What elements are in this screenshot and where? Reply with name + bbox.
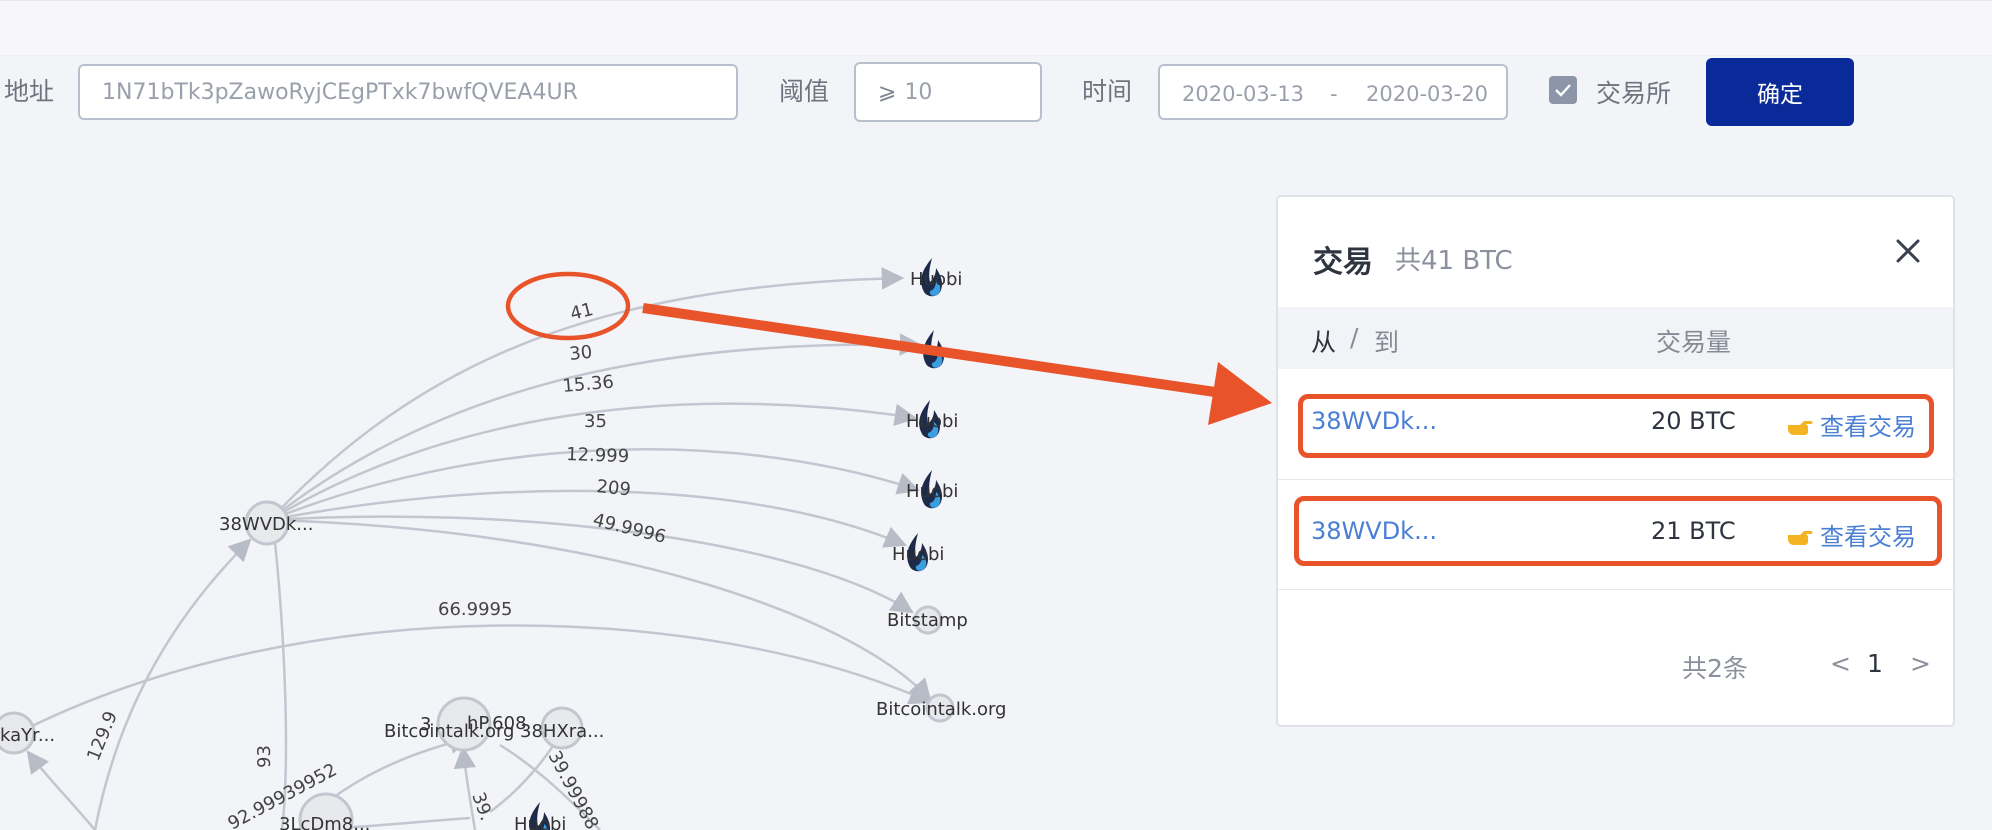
- edge-bottom[interactable]: [339, 816, 471, 830]
- edge-label: 12.999: [566, 444, 630, 467]
- edge-93[interactable]: [273, 541, 288, 830]
- node-label: Huobi: [892, 544, 944, 565]
- edge-label: 93: [254, 745, 275, 768]
- table-header: 从 / 到 交易量: [1278, 307, 1953, 369]
- edge-92-99[interactable]: [329, 731, 473, 802]
- node-label: Huobi: [514, 814, 566, 830]
- threshold-value: 10: [904, 79, 933, 105]
- table-row: 38WVDk... 20 BTC 查看交易: [1278, 369, 1953, 480]
- node-label: hP.608: [467, 713, 527, 734]
- node-cluster-a[interactable]: [436, 696, 492, 752]
- edge-12-999[interactable]: [269, 489, 908, 548]
- edge-label: 209: [595, 476, 631, 500]
- node-cluster-c[interactable]: [540, 706, 584, 750]
- edge-label: 35: [584, 411, 607, 432]
- checkmark-icon: [1555, 84, 1571, 97]
- pagination-page[interactable]: 1: [1867, 649, 1883, 678]
- panel-total: 共41 BTC: [1395, 246, 1513, 276]
- edge-209[interactable]: [269, 515, 914, 614]
- date-range-input[interactable]: 2020-03-13 - 2020-03-20: [1158, 64, 1508, 120]
- close-icon[interactable]: [1890, 233, 1926, 269]
- address-input[interactable]: 1N71bTk3pZawoRyjCEgPTxk7bwfQVEA4UR: [78, 64, 738, 120]
- edge-39[interactable]: [453, 745, 477, 830]
- highlight-box: [1298, 394, 1934, 458]
- edge-129-9[interactable]: [93, 538, 252, 830]
- date-start: 2020-03-13: [1182, 82, 1305, 106]
- highlight-box: [1294, 496, 1942, 566]
- node-label: kaYr...: [0, 725, 55, 746]
- node-bitcointalk[interactable]: [925, 693, 955, 723]
- pagination-prev[interactable]: <: [1830, 649, 1851, 678]
- edge-to-left[interactable]: [26, 750, 96, 830]
- threshold-input[interactable]: ⩾ 10: [854, 62, 1042, 122]
- confirm-button[interactable]: 确定: [1706, 58, 1854, 126]
- column-amount: 交易量: [1656, 328, 1732, 357]
- edge-label: 30: [568, 342, 593, 365]
- node-label: Bitcointalk.org: [384, 721, 514, 742]
- exchange-label: 交易所: [1596, 79, 1672, 108]
- row-from-address[interactable]: 38WVDk...: [1311, 517, 1437, 545]
- pagination-total: 共2条: [1682, 654, 1748, 683]
- annotation-arrow-head: [1208, 362, 1272, 425]
- edge-66-9995[interactable]: [17, 624, 933, 735]
- node-label: Bitcointalk.org: [876, 699, 1006, 720]
- pointing-hand-icon: [1788, 421, 1813, 435]
- edge-label: 39.: [467, 790, 497, 824]
- node-label: 3: [420, 714, 431, 735]
- edge-41[interactable]: [269, 267, 905, 521]
- transaction-panel: 交易 共41 BTC 从 / 到 交易量 38WVDk... 20 BTC 查看…: [1276, 195, 1955, 727]
- edge-label: 66.9995: [438, 599, 512, 620]
- edge-35[interactable]: [269, 448, 921, 522]
- pagination-next[interactable]: >: [1910, 649, 1931, 678]
- edge-label: 15.36: [562, 372, 615, 397]
- node-source[interactable]: [244, 500, 290, 546]
- date-end: 2020-03-20: [1366, 82, 1489, 106]
- view-transaction-link[interactable]: 查看交易: [1786, 517, 1916, 552]
- address-value: 1N71bTk3pZawoRyjCEgPTxk7bwfQVEA4UR: [102, 79, 578, 105]
- edge-30[interactable]: [269, 333, 923, 521]
- edge-49-9996[interactable]: [269, 518, 932, 702]
- row-amount: 21 BTC: [1651, 517, 1736, 545]
- annotation-ellipse: [505, 271, 631, 341]
- node-label: Huobi: [910, 269, 962, 290]
- panel-title: 交易: [1313, 245, 1373, 280]
- date-separator: -: [1330, 82, 1338, 106]
- node-left[interactable]: [0, 711, 36, 755]
- edge-15-36[interactable]: [269, 402, 918, 522]
- view-transaction-link[interactable]: 查看交易: [1786, 407, 1916, 442]
- gte-icon: ⩾: [878, 79, 897, 105]
- table-row: 38WVDk... 21 BTC 查看交易: [1278, 479, 1953, 590]
- time-label: 时间: [1082, 77, 1133, 106]
- node-label: Bitstamp: [887, 610, 968, 631]
- node-label: 3LcDm8...: [279, 814, 370, 830]
- row-from-address[interactable]: 38WVDk...: [1311, 407, 1437, 435]
- pointing-hand-icon: [1788, 531, 1813, 545]
- edge-label: 49.9996: [591, 509, 668, 547]
- node-bitstamp[interactable]: [913, 605, 943, 635]
- top-strip: [0, 0, 1992, 56]
- exchange-checkbox[interactable]: [1549, 76, 1577, 104]
- column-separator: /: [1350, 323, 1359, 352]
- edge-39-9998[interactable]: [499, 743, 601, 830]
- column-from: 从: [1311, 328, 1337, 357]
- node-label: Huobi: [906, 411, 958, 432]
- node-label: 38WVDk...: [219, 514, 313, 535]
- node-label: 38HXra...: [520, 721, 604, 742]
- row-amount: 20 BTC: [1651, 407, 1736, 435]
- address-label: 地址: [4, 77, 55, 106]
- node-label: Huobi: [906, 481, 958, 502]
- edge-label: 129.9: [83, 708, 122, 764]
- column-to: 到: [1374, 328, 1400, 357]
- threshold-label: 阈值: [779, 77, 830, 106]
- annotation-arrow-shaft: [642, 303, 1216, 397]
- node-bottom-a[interactable]: [298, 792, 354, 830]
